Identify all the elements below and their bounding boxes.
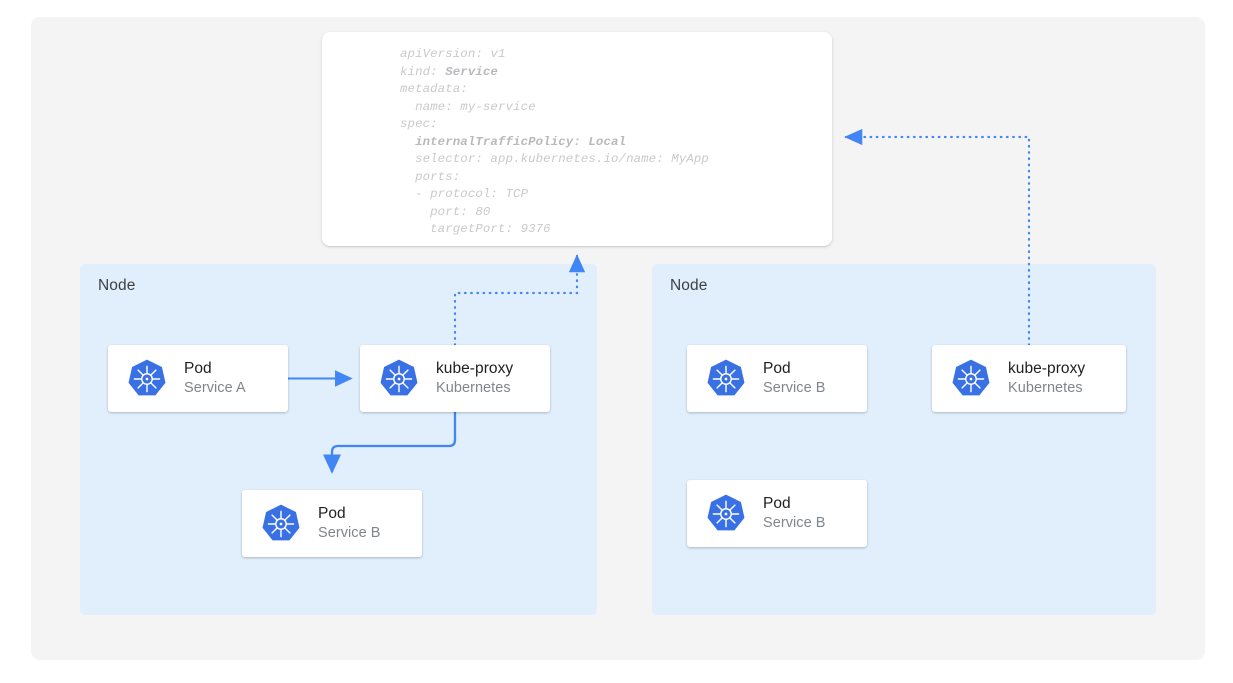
card-labels: Pod Service B <box>763 359 826 398</box>
kubernetes-icon <box>707 494 745 530</box>
kubernetes-icon <box>262 504 300 540</box>
card-subtitle: Service A <box>184 380 246 396</box>
kubernetes-icon <box>707 359 745 395</box>
card-title: Pod <box>318 505 346 522</box>
card-kube-proxy-right[interactable]: kube-proxy Kubernetes <box>932 345 1126 412</box>
card-subtitle: Service B <box>318 525 381 541</box>
card-title: Pod <box>763 495 791 512</box>
service-manifest-card: apiVersion: v1 kind: Service metadata: n… <box>322 32 832 246</box>
card-subtitle: Service B <box>763 380 826 396</box>
card-title: Pod <box>184 360 212 377</box>
card-title: Pod <box>763 360 791 377</box>
card-pod-service-a[interactable]: Pod Service A <box>108 345 288 412</box>
card-pod-service-b-right-top[interactable]: Pod Service B <box>687 345 867 412</box>
card-subtitle: Service B <box>763 515 826 531</box>
card-pod-service-b-left[interactable]: Pod Service B <box>242 490 422 557</box>
card-labels: Pod Service B <box>318 504 381 543</box>
service-manifest-code: apiVersion: v1 kind: Service metadata: n… <box>400 47 709 237</box>
node-label-right: Node <box>670 277 708 294</box>
node-box-left: Node <box>80 264 597 615</box>
kubernetes-icon <box>380 359 418 395</box>
kubernetes-icon <box>952 359 990 395</box>
card-subtitle: Kubernetes <box>1008 380 1083 396</box>
card-labels: Pod Service B <box>763 494 826 533</box>
card-subtitle: Kubernetes <box>436 380 511 396</box>
card-pod-service-b-right-bottom[interactable]: Pod Service B <box>687 480 867 547</box>
card-labels: kube-proxy Kubernetes <box>436 359 513 398</box>
node-box-right: Node <box>652 264 1156 615</box>
card-kube-proxy-left[interactable]: kube-proxy Kubernetes <box>360 345 550 412</box>
node-label-left: Node <box>98 277 136 294</box>
card-labels: Pod Service A <box>184 359 246 398</box>
card-title: kube-proxy <box>1008 360 1086 377</box>
kubernetes-icon <box>128 359 166 395</box>
card-title: kube-proxy <box>436 360 514 377</box>
card-labels: kube-proxy Kubernetes <box>1008 359 1085 398</box>
